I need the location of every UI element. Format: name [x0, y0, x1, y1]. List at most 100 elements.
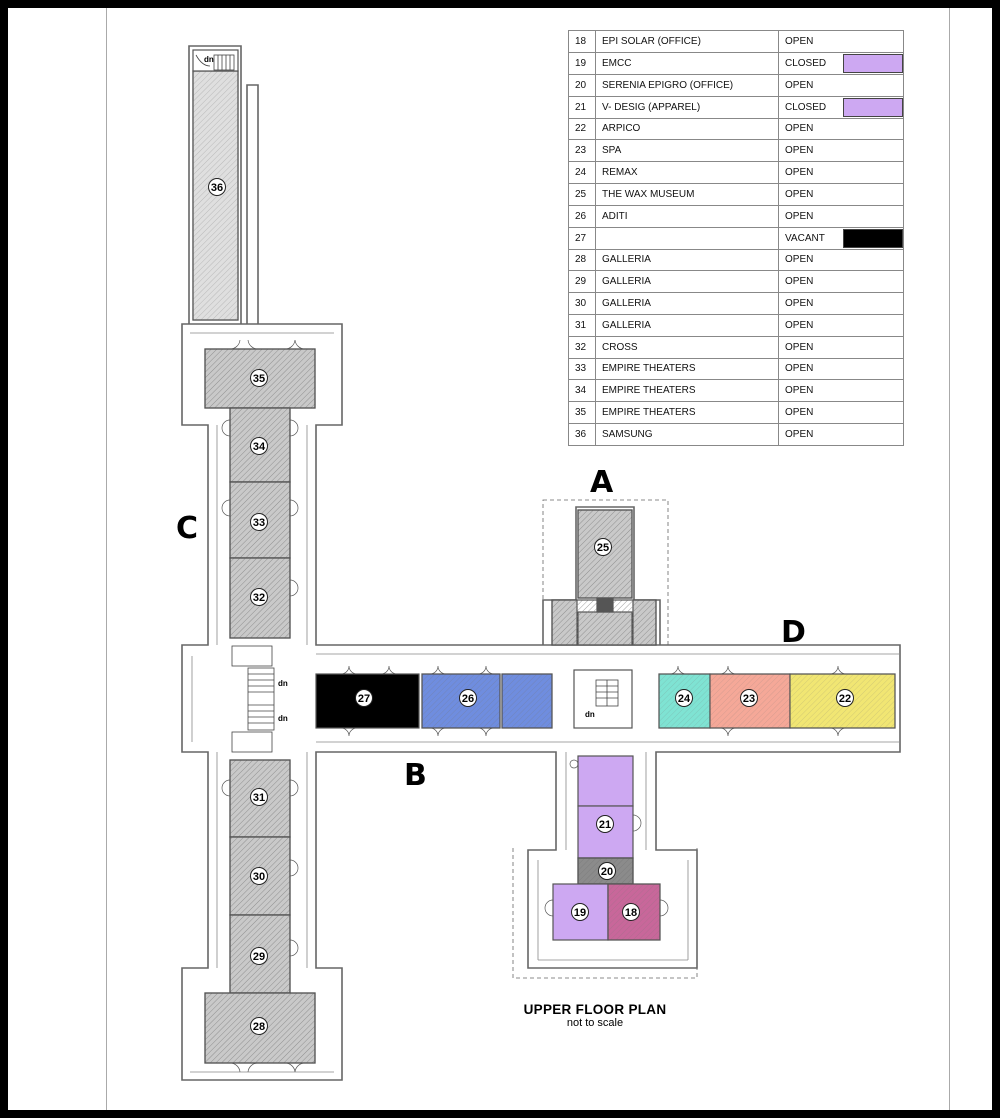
- legend-tenant-name: EMCC: [595, 51, 779, 75]
- legend-color-swatch: [841, 51, 904, 75]
- legend-unit-number: 18: [568, 30, 596, 53]
- legend-unit-number: 19: [568, 51, 596, 75]
- legend-color-swatch: [841, 401, 904, 424]
- legend-unit-number: 26: [568, 204, 596, 228]
- legend-status: OPEN: [778, 182, 841, 206]
- unit-badge-circle: [355, 689, 373, 707]
- unit-25-pillar: [596, 597, 614, 613]
- unit-number-label: 35: [253, 373, 265, 385]
- unit-number-label: 24: [678, 693, 691, 705]
- legend-status: OPEN: [778, 401, 841, 424]
- legend-unit-number: 30: [568, 292, 596, 315]
- legend-unit-number: 24: [568, 161, 596, 184]
- legend-color-swatch: [841, 182, 904, 206]
- legend-status: OPEN: [778, 379, 841, 403]
- wing-label-a: A: [590, 465, 614, 500]
- legend-unit-number: 32: [568, 335, 596, 359]
- swatch-fill: [843, 382, 901, 399]
- swatch-fill: [843, 317, 901, 334]
- unit-number-label: 22: [839, 693, 851, 705]
- swatch-fill: [843, 228, 903, 248]
- swatch-fill: [843, 251, 901, 268]
- legend-color-swatch: [841, 117, 904, 141]
- legend-tenant-name: SAMSUNG: [595, 422, 779, 446]
- door-swings: [221, 339, 847, 1073]
- unit-number-label: 34: [253, 441, 266, 453]
- unit-26b-hatch: [501, 673, 553, 729]
- legend-unit-number: 31: [568, 313, 596, 337]
- swatch-fill: [843, 208, 901, 225]
- legend-tenant-name: ARPICO: [595, 117, 779, 141]
- legend-status: VACANT: [778, 226, 841, 250]
- unit-number-label: 31: [253, 792, 265, 804]
- drawing-frame: [106, 8, 950, 1110]
- swatch-fill: [843, 360, 901, 377]
- unit-badge-circle: [622, 903, 640, 921]
- plan-title-block: UPPER FLOOR PLAN not to scale: [500, 1002, 690, 1029]
- legend-status: OPEN: [778, 335, 841, 359]
- legend-unit-number: 25: [568, 182, 596, 206]
- unit-badge-circle: [675, 689, 693, 707]
- stairs-center: [595, 679, 619, 707]
- wing-label-c: C: [176, 511, 198, 546]
- legend-color-swatch: [841, 161, 904, 184]
- legend-status: OPEN: [778, 422, 841, 446]
- legend-unit-number: 28: [568, 248, 596, 272]
- legend-unit-number: 21: [568, 95, 596, 119]
- legend-tenant-name: REMAX: [595, 161, 779, 184]
- unit-badge-circle: [250, 369, 268, 387]
- stair-dn-label: dn: [585, 710, 595, 719]
- legend-color-swatch: [841, 292, 904, 315]
- legend-tenant-name: ADITI: [595, 204, 779, 228]
- unit-number-label: 21: [599, 819, 611, 831]
- stairwell-center: [573, 669, 633, 729]
- legend-status: CLOSED: [778, 51, 841, 75]
- unit-badge-circle: [250, 588, 268, 606]
- unit-number-label: 20: [601, 866, 613, 878]
- swatch-fill: [843, 33, 901, 50]
- unit-badge-circle: [250, 947, 268, 965]
- legend-tenant-name: EPI SOLAR (OFFICE): [595, 30, 779, 53]
- unit-badge-circle: [250, 437, 268, 455]
- legend-tenant-name: [595, 226, 779, 250]
- legend-unit-number: 36: [568, 422, 596, 446]
- legend-unit-number: 34: [568, 379, 596, 403]
- swatch-fill: [843, 142, 901, 159]
- unit-badge-circle: [594, 538, 612, 556]
- legend-status: OPEN: [778, 357, 841, 381]
- swatch-fill: [843, 77, 901, 94]
- stairs-tower: [195, 54, 235, 71]
- swatch-fill: [843, 339, 901, 356]
- unit-badge-circle: [208, 178, 226, 196]
- legend-status: OPEN: [778, 117, 841, 141]
- stair-dn-label: dn: [278, 714, 288, 723]
- swatch-fill: [843, 97, 903, 117]
- legend-unit-number: 35: [568, 401, 596, 424]
- legend-color-swatch: [841, 270, 904, 294]
- plan-title: UPPER FLOOR PLAN: [523, 1002, 667, 1017]
- legend-status: OPEN: [778, 248, 841, 272]
- unit-badge-circle: [250, 1017, 268, 1035]
- unit-33-hatch: [229, 481, 291, 559]
- legend-status: OPEN: [778, 313, 841, 337]
- legend-tenant-name: THE WAX MUSEUM: [595, 182, 779, 206]
- legend-color-swatch: [841, 248, 904, 272]
- legend-tenant-name: EMPIRE THEATERS: [595, 357, 779, 381]
- legend-color-swatch: [841, 335, 904, 359]
- legend-status: OPEN: [778, 73, 841, 97]
- stair-dn-label: dn: [278, 679, 288, 688]
- legend-tenant-name: GALLERIA: [595, 313, 779, 337]
- legend-unit-number: 33: [568, 357, 596, 381]
- unit-21-upper-shape[interactable]: [577, 755, 634, 807]
- swatch-fill: [843, 426, 901, 443]
- wing-label-b: B: [404, 758, 427, 793]
